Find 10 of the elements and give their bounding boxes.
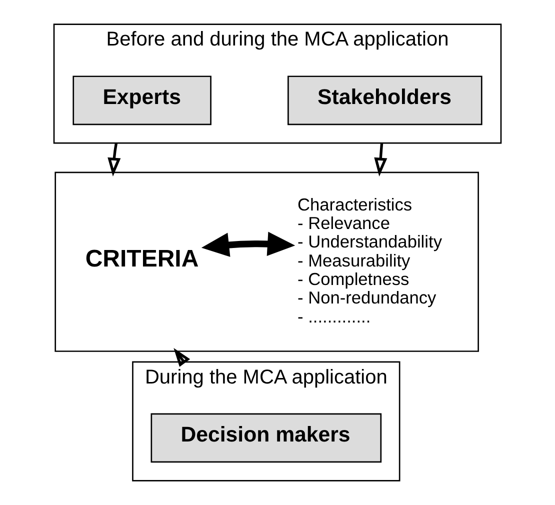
arrow xyxy=(374,142,388,176)
arrow xyxy=(174,348,190,367)
node-text: CRITERIA xyxy=(85,245,199,272)
arrow xyxy=(201,232,296,257)
node-box: Experts xyxy=(72,76,212,126)
node-text: Characteristics - Relevance - Understandability - Measurability - Completness - Non-redundancy - ............. xyxy=(298,194,442,326)
arrow xyxy=(108,142,121,176)
cluster xyxy=(54,172,479,352)
node-box: Decision makers xyxy=(150,413,382,463)
node-box: Stakeholders xyxy=(288,76,482,126)
